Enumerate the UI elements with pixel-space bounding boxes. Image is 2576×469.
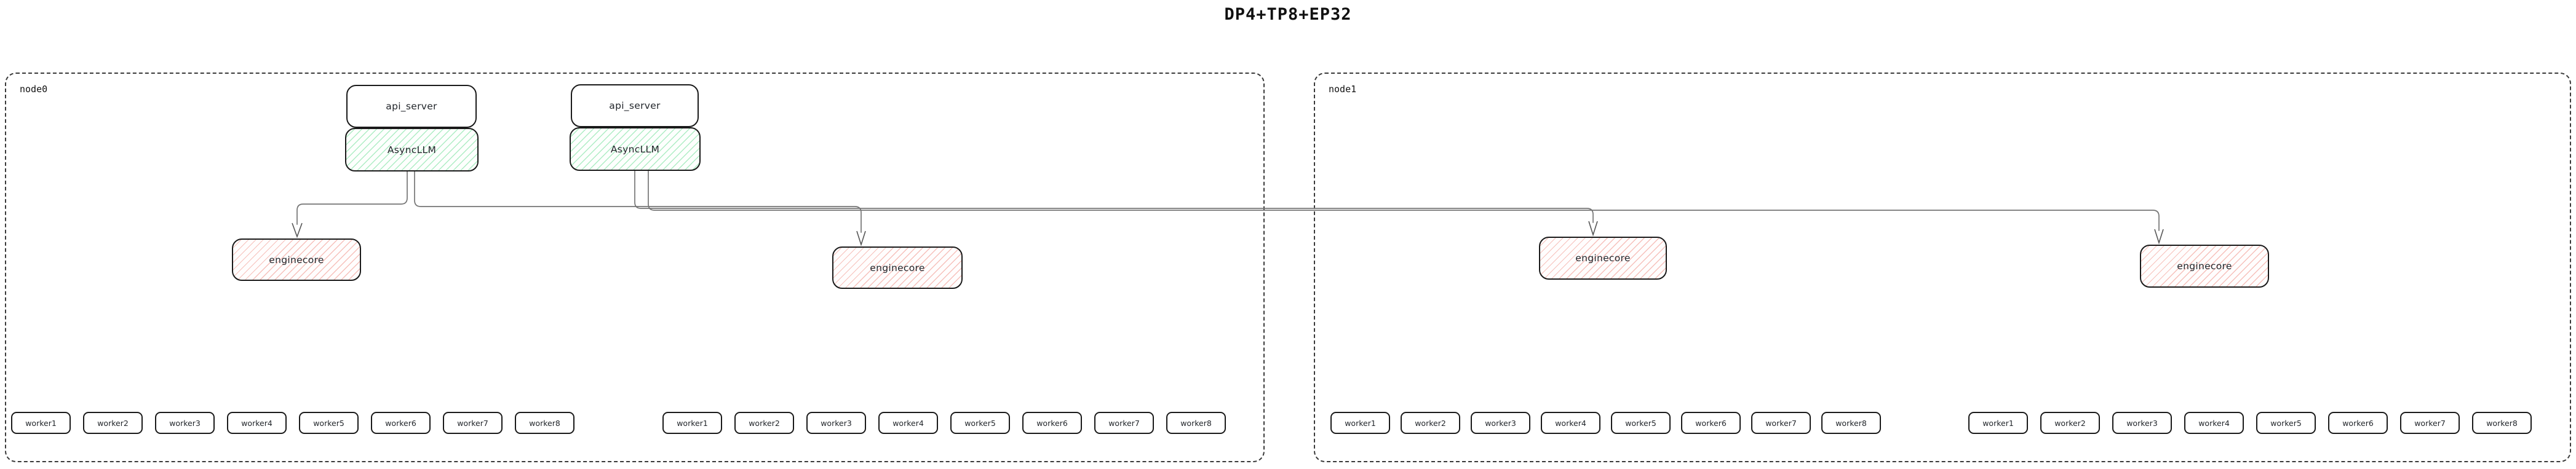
worker-group-2: worker1 worker2 worker3 worker4 worker5 … bbox=[662, 412, 1226, 434]
worker-box: worker2 bbox=[734, 412, 794, 434]
worker-box: worker8 bbox=[1821, 412, 1881, 434]
worker-box: worker5 bbox=[299, 412, 359, 434]
worker-box: worker6 bbox=[1681, 412, 1741, 434]
worker-box: worker3 bbox=[155, 412, 215, 434]
enginecore-box-2: enginecore bbox=[832, 246, 963, 289]
node0-group: node0 bbox=[5, 73, 1265, 462]
enginecore-box-3: enginecore bbox=[1539, 237, 1667, 280]
wire-asyncllm2-to-enginecore4 bbox=[648, 170, 2160, 231]
diagram-title: DP4+TP8+EP32 bbox=[1224, 5, 1352, 24]
worker-box: worker7 bbox=[1094, 412, 1154, 434]
arrow-down-icon bbox=[856, 231, 866, 246]
worker-box: worker7 bbox=[1751, 412, 1811, 434]
arrow-down-icon bbox=[2154, 229, 2164, 245]
api-server-box-2: api_server bbox=[571, 84, 699, 127]
asyncllm-box-1: AsyncLLM bbox=[345, 128, 479, 171]
worker-box: worker6 bbox=[2328, 412, 2388, 434]
worker-box: worker5 bbox=[950, 412, 1010, 434]
worker-box: worker8 bbox=[2472, 412, 2532, 434]
worker-group-3: worker1 worker2 worker3 worker4 worker5 … bbox=[1330, 412, 1881, 434]
worker-box: worker3 bbox=[1471, 412, 1530, 434]
worker-box: worker1 bbox=[11, 412, 71, 434]
worker-box: worker5 bbox=[1611, 412, 1671, 434]
worker-box: worker8 bbox=[1166, 412, 1226, 434]
wire-asyncllm1-to-enginecore1 bbox=[296, 171, 408, 225]
worker-box: worker1 bbox=[1968, 412, 2028, 434]
worker-box: worker6 bbox=[1022, 412, 1082, 434]
worker-box: worker4 bbox=[878, 412, 938, 434]
worker-box: worker2 bbox=[83, 412, 143, 434]
node1-label: node1 bbox=[1329, 84, 1357, 95]
worker-box: worker2 bbox=[2040, 412, 2100, 434]
worker-box: worker8 bbox=[515, 412, 574, 434]
worker-box: worker4 bbox=[227, 412, 287, 434]
worker-group-1: worker1 worker2 worker3 worker4 worker5 … bbox=[11, 412, 574, 434]
worker-box: worker5 bbox=[2256, 412, 2316, 434]
wire-asyncllm1-to-enginecore2 bbox=[414, 171, 862, 233]
worker-group-4: worker1 worker2 worker3 worker4 worker5 … bbox=[1968, 412, 2532, 434]
node1-group: node1 bbox=[1314, 73, 2571, 462]
wire-asyncllm2-to-enginecore3 bbox=[634, 170, 1594, 223]
node0-label: node0 bbox=[20, 84, 48, 95]
worker-box: worker1 bbox=[662, 412, 722, 434]
enginecore-box-4: enginecore bbox=[2140, 245, 2269, 288]
worker-box: worker3 bbox=[2112, 412, 2172, 434]
worker-box: worker1 bbox=[1330, 412, 1390, 434]
arrow-down-icon bbox=[1588, 221, 1598, 237]
worker-box: worker2 bbox=[1401, 412, 1460, 434]
worker-box: worker6 bbox=[371, 412, 431, 434]
worker-box: worker7 bbox=[443, 412, 503, 434]
asyncllm-box-2: AsyncLLM bbox=[570, 127, 701, 171]
worker-box: worker4 bbox=[1541, 412, 1600, 434]
worker-box: worker4 bbox=[2184, 412, 2244, 434]
worker-box: worker3 bbox=[806, 412, 866, 434]
worker-box: worker7 bbox=[2400, 412, 2460, 434]
arrow-down-icon bbox=[292, 223, 303, 238]
api-server-box-1: api_server bbox=[346, 85, 477, 128]
enginecore-box-1: enginecore bbox=[232, 238, 361, 281]
